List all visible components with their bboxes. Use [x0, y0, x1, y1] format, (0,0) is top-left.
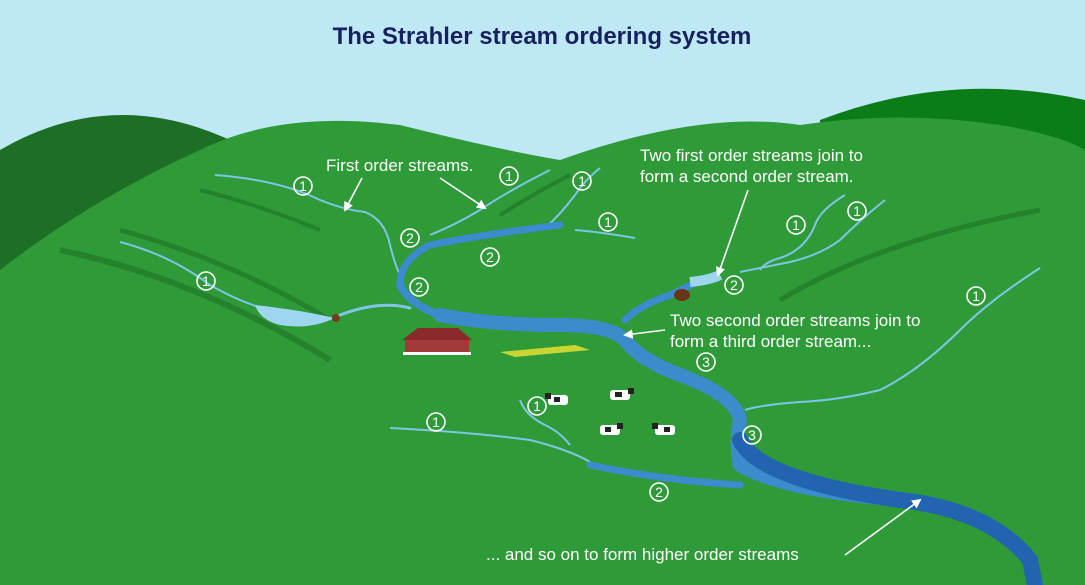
label-third-order-line2: form a third order stream... — [670, 332, 871, 351]
label-first-order: First order streams. — [326, 156, 473, 175]
stream-1j — [519, 399, 571, 446]
badge-text: 1 — [432, 414, 440, 430]
badge-text: 1 — [604, 214, 612, 230]
second-order-streams — [338, 221, 744, 489]
badge-text: 2 — [486, 249, 494, 265]
badge-order2-d: 2 — [724, 275, 744, 295]
arrow-first-order-a — [344, 177, 363, 212]
stream-1g — [739, 199, 886, 273]
roof — [402, 328, 472, 340]
badge-order2-c: 2 — [409, 277, 429, 297]
river-lower — [732, 432, 1043, 585]
cow-3 — [600, 423, 623, 435]
label-higher-order: ... and so on to form higher order strea… — [486, 545, 799, 564]
arrow-second-order — [716, 189, 749, 277]
dam-right — [674, 289, 690, 301]
stream-1h — [744, 267, 1041, 411]
porch — [403, 352, 471, 355]
cow-4 — [652, 423, 675, 435]
badge-order2-a: 2 — [400, 228, 420, 248]
badge-text: 2 — [406, 230, 414, 246]
badge-text: 1 — [578, 173, 586, 189]
badge-order1-c: 1 — [572, 171, 592, 191]
badge-order3-b: 3 — [742, 425, 762, 445]
arrow-higher-order — [844, 498, 922, 556]
badge-text: 1 — [853, 203, 861, 219]
house-wall — [405, 340, 469, 354]
badge-text: 1 — [792, 217, 800, 233]
third-order-river — [433, 308, 1043, 585]
stream-1b — [429, 169, 551, 236]
ridge-2 — [119, 227, 332, 323]
badge-order1-j: 1 — [527, 396, 547, 416]
ridge-5 — [498, 173, 571, 217]
stream-1i — [389, 427, 591, 463]
badge-order1-b: 1 — [499, 166, 519, 186]
ridge-3 — [199, 188, 321, 232]
page-title: The Strahler stream ordering system — [333, 23, 752, 50]
stream-1d — [574, 229, 636, 239]
label-second-order-line1: Two first order streams join to — [640, 146, 863, 165]
ridge-1 — [59, 247, 332, 363]
label-second-order-line2: form a second order stream. — [640, 167, 854, 186]
stream-2e — [586, 461, 744, 489]
first-order-streams — [119, 167, 1041, 463]
badge-order1-h: 1 — [966, 286, 986, 306]
stream-1a — [214, 174, 401, 276]
badge-text: 1 — [202, 273, 210, 289]
badge-order2-b: 2 — [480, 247, 500, 267]
badge-order1-a: 1 — [293, 176, 313, 196]
cow-1 — [545, 393, 568, 405]
farmhouse — [402, 328, 472, 355]
badge-text: 3 — [702, 354, 710, 370]
badge-text: 1 — [299, 178, 307, 194]
stream-1f — [759, 194, 846, 271]
lake-left — [255, 305, 335, 327]
crop-field — [500, 345, 590, 357]
badge-text: 2 — [655, 484, 663, 500]
arrow-first-order-b — [439, 177, 487, 210]
ridge-4 — [778, 207, 1041, 303]
badge-order1-d: 1 — [598, 212, 618, 232]
badge-text: 2 — [730, 277, 738, 293]
badge-text: 3 — [748, 427, 756, 443]
arrow-third-order — [623, 329, 666, 339]
label-third-order-line1: Two second order streams join to — [670, 311, 920, 330]
badge-order1-e: 1 — [196, 271, 216, 291]
badge-order1-g: 1 — [847, 201, 867, 221]
cows — [545, 388, 675, 435]
cow-2 — [610, 388, 634, 400]
stream-2a — [396, 221, 564, 289]
badge-text: 1 — [505, 168, 513, 184]
badge-order1-i: 1 — [426, 412, 446, 432]
badge-order3-a: 3 — [696, 352, 716, 372]
stream-2c — [338, 303, 412, 317]
badge-order1-f: 1 — [786, 215, 806, 235]
dam-left — [332, 314, 340, 322]
badge-order2-e: 2 — [649, 482, 669, 502]
stream-1c — [544, 167, 601, 229]
badge-text: 1 — [533, 398, 541, 414]
badge-text: 2 — [415, 279, 423, 295]
badge-text: 1 — [972, 288, 980, 304]
